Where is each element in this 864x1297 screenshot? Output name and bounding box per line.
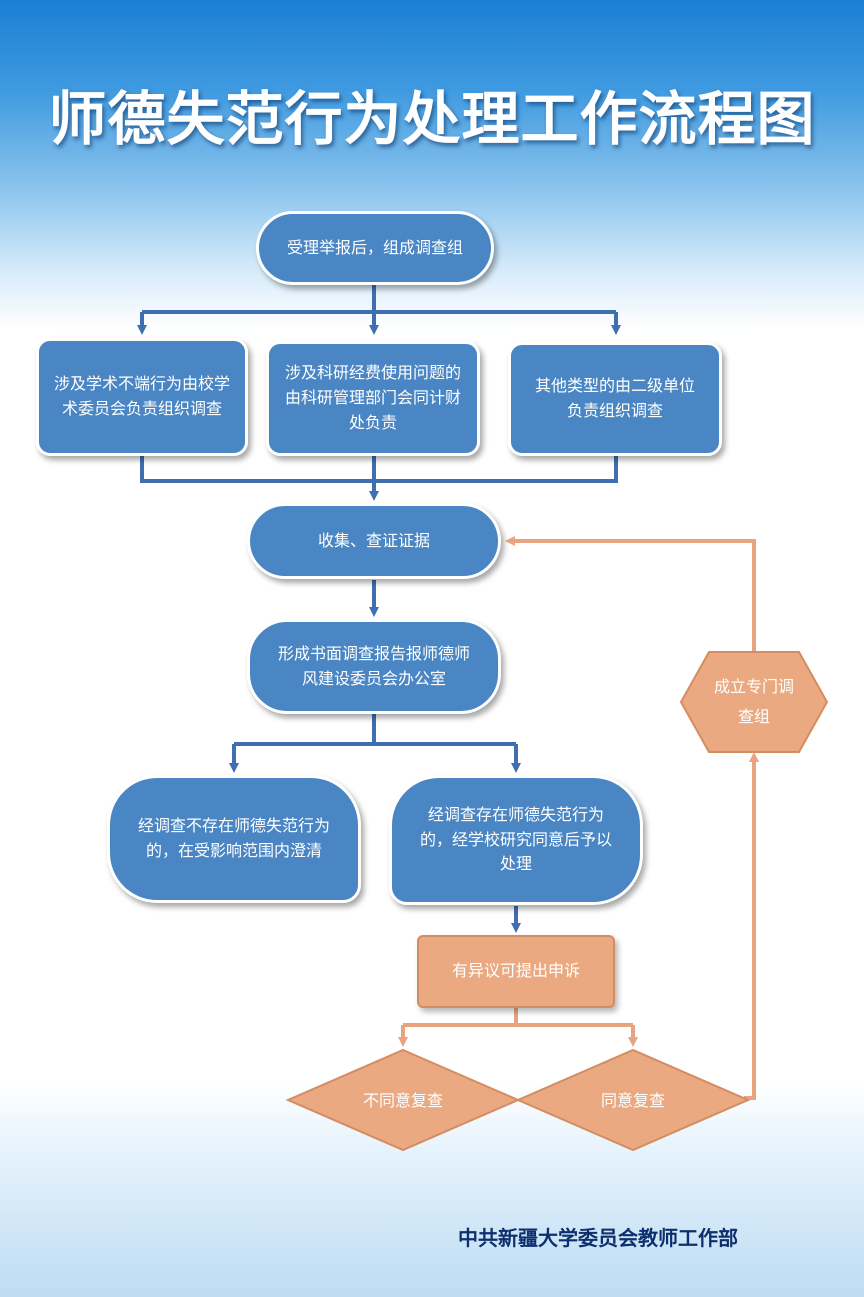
collect-node: 收集、查证证据 (247, 503, 501, 579)
disagree-diamond (285, 1048, 521, 1152)
start-node: 受理举报后，组成调查组 (256, 211, 494, 285)
agree-diamond (515, 1048, 751, 1152)
arrow-to-special-group (744, 752, 759, 1100)
funding-node: 涉及科研经费使用问题的由科研管理部门会同计财处负责 (266, 341, 480, 456)
violation-node: 经调查存在师德失范行为的，经学校研究同意后予以处理 (389, 775, 643, 905)
academic-node: 涉及学术不端行为由校学术委员会负责组织调查 (36, 338, 248, 456)
other-node: 其他类型的由二级单位负责组织调查 (508, 342, 722, 456)
disagree-label: 不同意复查 (363, 1091, 443, 1110)
arrow-special-to-collect (505, 536, 756, 652)
agree-label: 同意复查 (601, 1091, 665, 1110)
page-title: 师德失范行为处理工作流程图 (48, 85, 816, 153)
appeal-node: 有异议可提出申诉 (417, 935, 615, 1008)
connector-merge (140, 456, 618, 483)
special-group-label: 成立专门调查组 (713, 676, 794, 726)
special-group-hexagon (679, 651, 829, 753)
report-node: 形成书面调查报告报师德师风建设委员会办公室 (247, 619, 501, 714)
no-violation-node: 经调查不存在师德失范行为的，在受影响范围内澄清 (107, 775, 361, 903)
footer-organization: 中共新疆大学委员会教师工作部 (458, 1226, 738, 1250)
